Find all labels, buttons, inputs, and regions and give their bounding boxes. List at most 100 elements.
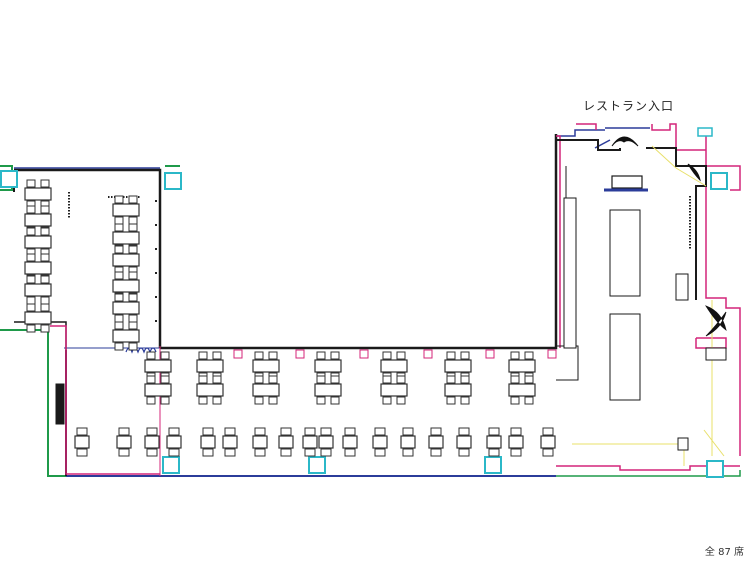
shelf-dot bbox=[68, 195, 70, 197]
pillar-2 bbox=[710, 172, 728, 190]
bottom-right-green-wall bbox=[556, 470, 741, 477]
wall-panel bbox=[55, 383, 65, 425]
left-wing-table-4-chair bbox=[26, 275, 36, 284]
shelf-dot bbox=[689, 235, 691, 237]
left-wing-inner-table-0-chair bbox=[114, 216, 124, 225]
counter-end-wall bbox=[556, 345, 579, 381]
left-wing-inner-table-2-chair bbox=[114, 245, 124, 254]
left-wing-inner-table-4-chair bbox=[128, 314, 138, 323]
hall-row1-table-5-chair bbox=[460, 351, 470, 360]
pillar-5 bbox=[484, 456, 502, 474]
shelf-dot bbox=[689, 220, 691, 222]
hall-bottom-table-14-table bbox=[456, 435, 472, 449]
hall-row1-table-0-table bbox=[144, 359, 172, 373]
left-wing-inner-table-1-chair bbox=[128, 223, 138, 232]
hall-row2-table-6-table bbox=[508, 383, 536, 397]
hall-bottom-table-17-table bbox=[540, 435, 556, 449]
side-counter bbox=[563, 197, 577, 349]
hall-bottom-table-7-table bbox=[278, 435, 294, 449]
hall-row2-table-4-chair bbox=[382, 375, 392, 384]
left-wing-inner-table-2-chair bbox=[128, 245, 138, 254]
shelf-dot bbox=[689, 199, 691, 201]
left-wing-table-1-chair bbox=[26, 205, 36, 214]
hall-row1-table-1-chair bbox=[198, 351, 208, 360]
hall-row1-table-2-chair bbox=[268, 351, 278, 360]
pillar-6 bbox=[706, 460, 724, 478]
hall-bottom-table-8-chair bbox=[304, 427, 316, 436]
hall-bottom-table-1-chair bbox=[118, 448, 130, 457]
hall-bottom-table-3-chair bbox=[168, 427, 180, 436]
hall-bottom-table-9-chair bbox=[320, 427, 332, 436]
hall-bottom-table-12-chair bbox=[402, 448, 414, 457]
hall-bottom-table-11-chair bbox=[374, 448, 386, 457]
wall-stub-4 bbox=[485, 349, 495, 359]
hall-bottom-table-3-table bbox=[166, 435, 182, 449]
shelf-dot bbox=[689, 232, 691, 234]
pillar-3 bbox=[162, 456, 180, 474]
hall-bottom-table-6-table bbox=[252, 435, 268, 449]
hall-bottom-table-0-table bbox=[74, 435, 90, 449]
shelf-dot bbox=[689, 205, 691, 207]
hall-bottom-table-9-table bbox=[318, 435, 334, 449]
hall-row2-table-2-chair bbox=[254, 396, 264, 405]
hall-row1-table-6-table bbox=[508, 359, 536, 373]
hall-bottom-table-10-chair bbox=[344, 427, 356, 436]
hall-row2-table-6-chair bbox=[524, 396, 534, 405]
bottom-right-pink bbox=[556, 465, 740, 471]
hall-row2-table-6-chair bbox=[510, 396, 520, 405]
right-window-pink bbox=[695, 337, 727, 349]
hall-bottom-table-2-table bbox=[144, 435, 160, 449]
hall-row1-table-2-chair bbox=[254, 351, 264, 360]
wall-dot bbox=[155, 248, 157, 250]
hall-bottom-table-4-chair bbox=[202, 427, 214, 436]
shelf-dot bbox=[689, 229, 691, 231]
left-wing-table-5-chair bbox=[40, 303, 50, 312]
left-wing-inner-table-0-table bbox=[112, 203, 140, 217]
hall-bottom-table-4-chair bbox=[202, 448, 214, 457]
pillar-4 bbox=[308, 456, 326, 474]
shelf-dot bbox=[689, 244, 691, 246]
hall-bottom-table-10-chair bbox=[344, 448, 356, 457]
entrance-label: レストラン入口 bbox=[583, 99, 675, 113]
hall-bottom-table-11-chair bbox=[374, 427, 386, 436]
hall-row1-table-4-table bbox=[380, 359, 408, 373]
left-wing-inner-table-5-chair bbox=[128, 321, 138, 330]
left-wing-inner-table-1-table bbox=[112, 231, 140, 245]
entrance-door-icon bbox=[611, 136, 639, 147]
left-wing-table-2-table bbox=[24, 235, 52, 249]
hall-bottom-table-13-chair bbox=[430, 427, 442, 436]
hall-row1-table-5-chair bbox=[446, 351, 456, 360]
hall-row2-table-4-chair bbox=[382, 396, 392, 405]
hall-row2-table-2-chair bbox=[254, 375, 264, 384]
left-wing-inner-table-3-chair bbox=[128, 271, 138, 280]
hall-bottom-table-14-chair bbox=[458, 448, 470, 457]
pillar-1 bbox=[164, 172, 182, 190]
hall-row2-table-2-chair bbox=[268, 396, 278, 405]
shelf-dot bbox=[689, 202, 691, 204]
hall-bottom-table-5-chair bbox=[224, 448, 236, 457]
left-pink-outline bbox=[50, 325, 160, 475]
hall-bottom-table-13-chair bbox=[430, 448, 442, 457]
hall-bottom-table-1-table bbox=[116, 435, 132, 449]
wall-stub-0 bbox=[233, 349, 243, 359]
hall-bottom-table-16-chair bbox=[510, 427, 522, 436]
hall-row2-table-5-table bbox=[444, 383, 472, 397]
hall-bottom-table-17-chair bbox=[542, 427, 554, 436]
main-hall-top-wall bbox=[160, 134, 558, 350]
left-wing-inner-table-0-chair bbox=[114, 195, 124, 204]
hall-row1-table-0-chair bbox=[146, 351, 156, 360]
hall-bottom-table-10-table bbox=[342, 435, 358, 449]
shelf-dot bbox=[68, 204, 70, 206]
left-wing-inner-table-4-chair bbox=[128, 293, 138, 302]
entrance-pink-left bbox=[576, 123, 597, 130]
hall-row2-table-3-chair bbox=[330, 396, 340, 405]
left-wing-table-5-table bbox=[24, 311, 52, 325]
hall-row2-table-6-chair bbox=[510, 375, 520, 384]
seat-total-label: 全 87 席 bbox=[704, 547, 744, 558]
yellow-path-diagonal bbox=[703, 429, 725, 457]
shelf-dot bbox=[68, 210, 70, 212]
left-wing-table-1-chair bbox=[40, 205, 50, 214]
hall-bottom-table-8-chair bbox=[304, 448, 316, 457]
hall-row1-table-3-chair bbox=[316, 351, 326, 360]
left-wing-table-4-table bbox=[24, 283, 52, 297]
